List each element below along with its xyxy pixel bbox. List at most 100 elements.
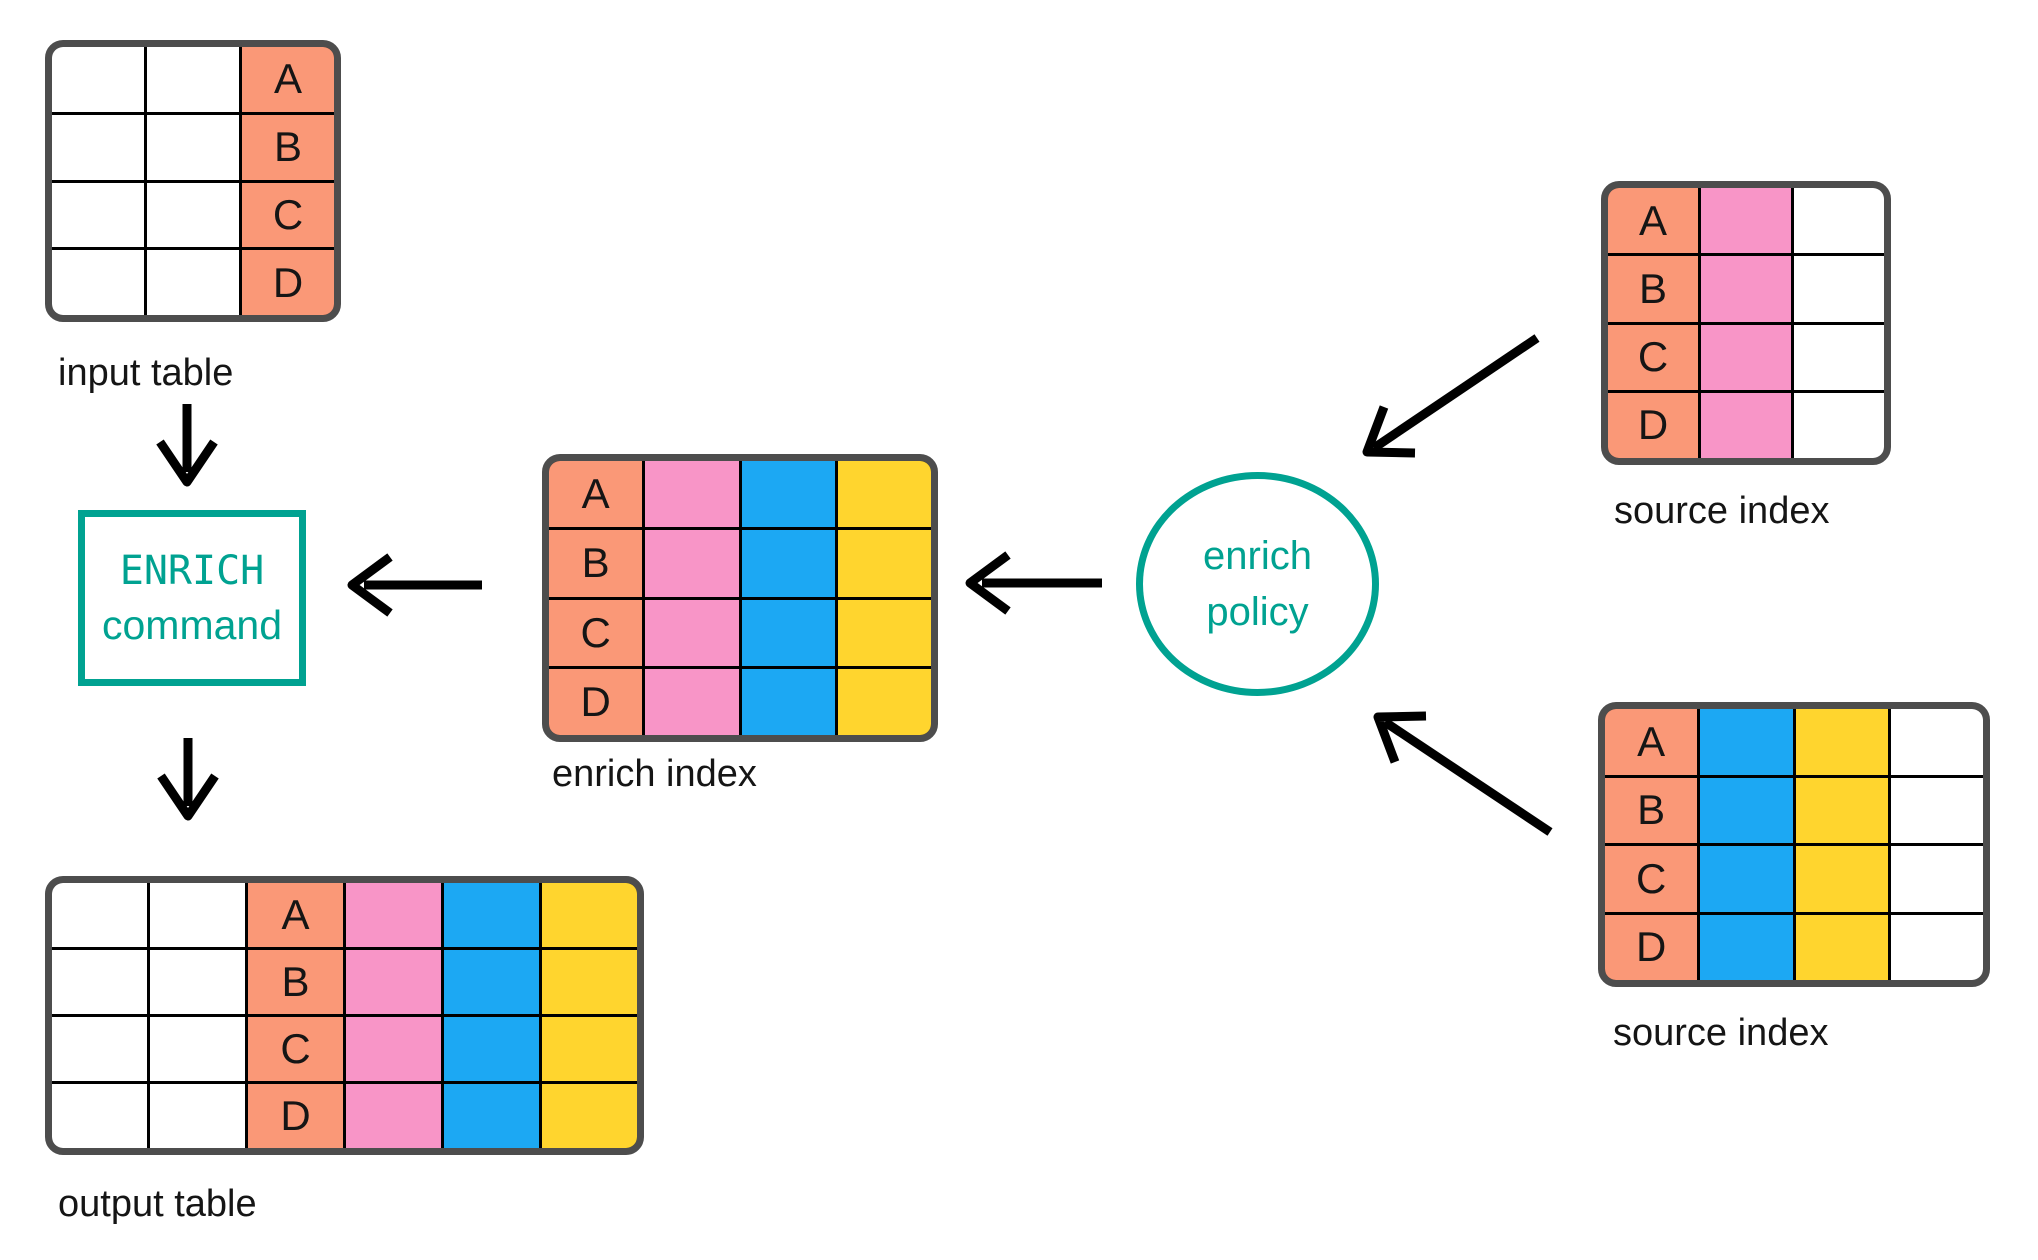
table-cell xyxy=(1701,392,1791,458)
table-cell xyxy=(444,1084,539,1148)
table-cell xyxy=(52,1017,147,1081)
table-cell xyxy=(542,1084,637,1148)
table-cell xyxy=(542,1017,637,1081)
arrow-input-table-to-enrich-command xyxy=(156,404,218,487)
key-cell: A xyxy=(1605,709,1698,775)
table-cell xyxy=(52,182,144,248)
key-cell: D xyxy=(1608,392,1698,458)
table-cell xyxy=(645,599,739,666)
table-cell xyxy=(1701,188,1791,254)
table-cell xyxy=(542,950,637,1014)
table-cell xyxy=(147,47,239,112)
table-cell xyxy=(837,668,931,735)
table-cell xyxy=(542,883,637,947)
key-cell: B xyxy=(549,530,643,597)
output-table-label: output table xyxy=(58,1183,257,1225)
table-cell xyxy=(52,950,147,1014)
source-index-top-label: source index xyxy=(1614,490,1830,532)
key-cell: A xyxy=(549,461,643,528)
table-cell xyxy=(150,883,245,947)
table-cell xyxy=(346,950,441,1014)
table-cell xyxy=(52,1084,147,1148)
table-cell xyxy=(1700,777,1793,843)
key-cell: C xyxy=(1605,846,1698,912)
table-cell xyxy=(741,530,835,597)
table-cell xyxy=(645,530,739,597)
table-cell xyxy=(1890,914,1983,980)
output-table: A B C D xyxy=(45,876,644,1155)
enrich-command-box: ENRICH command xyxy=(78,510,306,686)
table-cell xyxy=(837,599,931,666)
table-cell xyxy=(52,250,144,315)
table-cell xyxy=(1700,846,1793,912)
table-cell xyxy=(1794,188,1884,254)
table-cell xyxy=(741,668,835,735)
table-cell xyxy=(147,182,239,248)
arrow-source-index-top-to-enrich-policy xyxy=(1362,334,1540,458)
table-cell xyxy=(837,461,931,528)
table-cell xyxy=(645,461,739,528)
arrow-enrich-index-to-enrich-command xyxy=(347,553,482,617)
table-cell xyxy=(1890,777,1983,843)
key-cell: D xyxy=(248,1084,343,1148)
table-cell xyxy=(346,883,441,947)
table-cell xyxy=(150,1017,245,1081)
arrow-enrich-command-to-output-table xyxy=(157,738,219,821)
table-cell xyxy=(150,1084,245,1148)
table-cell xyxy=(1795,914,1888,980)
table-cell xyxy=(741,461,835,528)
table-cell xyxy=(147,114,239,180)
table-cell xyxy=(1794,392,1884,458)
key-cell: B xyxy=(242,114,334,180)
table-cell xyxy=(645,668,739,735)
table-cell xyxy=(346,1017,441,1081)
table-cell xyxy=(1795,846,1888,912)
table-cell xyxy=(1700,914,1793,980)
table-cell xyxy=(1890,709,1983,775)
arrow-enrich-policy-to-enrich-index xyxy=(965,551,1102,615)
enrich-index-label: enrich index xyxy=(552,753,757,795)
enrich-command-keyword: ENRICH xyxy=(119,548,265,595)
table-cell xyxy=(1701,324,1791,390)
source-index-top-table: A B C D xyxy=(1601,181,1891,465)
input-table-label: input table xyxy=(58,352,234,394)
key-cell: A xyxy=(248,883,343,947)
source-index-bottom-label: source index xyxy=(1613,1012,1829,1054)
table-cell xyxy=(1794,324,1884,390)
key-cell: A xyxy=(242,47,334,112)
enrich-policy-word1: enrich xyxy=(1203,534,1312,578)
key-cell: C xyxy=(248,1017,343,1081)
table-cell xyxy=(52,883,147,947)
key-cell: B xyxy=(248,950,343,1014)
table-cell xyxy=(1794,256,1884,322)
table-cell xyxy=(444,950,539,1014)
table-cell xyxy=(1795,777,1888,843)
table-cell xyxy=(346,1084,441,1148)
table-cell xyxy=(52,114,144,180)
key-cell: C xyxy=(1608,324,1698,390)
source-index-bottom-table: A B C D xyxy=(1598,702,1990,987)
key-cell: B xyxy=(1605,777,1698,843)
table-cell xyxy=(150,950,245,1014)
enrich-policy-word2: policy xyxy=(1206,590,1309,634)
table-cell xyxy=(444,883,539,947)
key-cell: C xyxy=(549,599,643,666)
table-cell xyxy=(837,530,931,597)
enrich-index-table: A B C D xyxy=(542,454,938,742)
key-cell: B xyxy=(1608,256,1698,322)
table-cell xyxy=(1890,846,1983,912)
table-cell xyxy=(1700,709,1793,775)
enrich-command-word: command xyxy=(101,602,282,649)
key-cell: A xyxy=(1608,188,1698,254)
enrich-policy-circle: enrich policy xyxy=(1136,472,1379,696)
table-cell xyxy=(52,47,144,112)
key-cell: D xyxy=(549,668,643,735)
table-cell xyxy=(147,250,239,315)
table-cell xyxy=(1701,256,1791,322)
key-cell: C xyxy=(242,182,334,248)
table-cell xyxy=(741,599,835,666)
arrow-source-index-bottom-to-enrich-policy xyxy=(1373,711,1553,836)
key-cell: D xyxy=(1605,914,1698,980)
